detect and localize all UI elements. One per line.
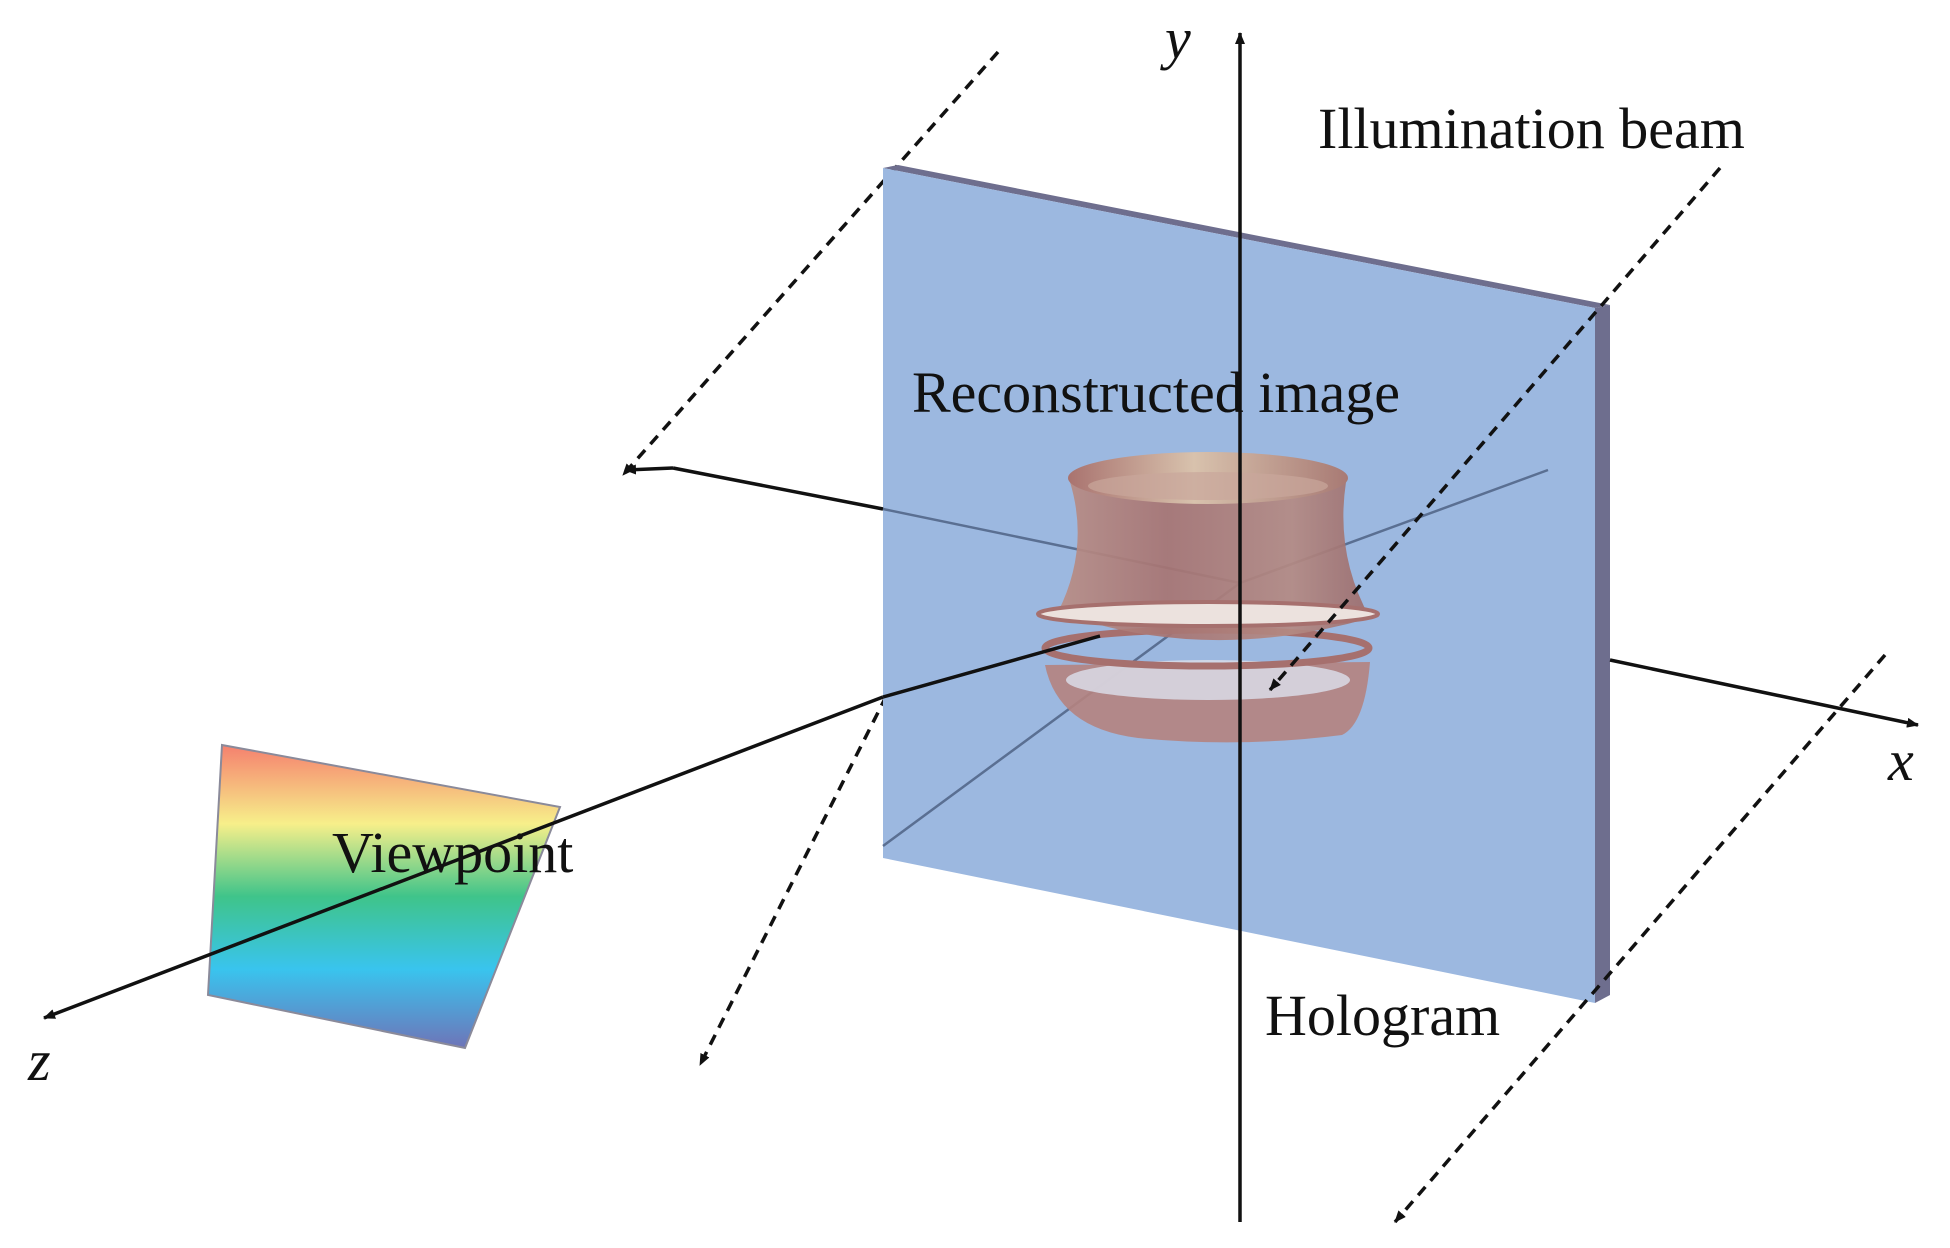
reconstructed-image-vase	[1036, 452, 1380, 743]
vase-rim-inner	[1088, 472, 1328, 500]
z-axis-group	[43, 695, 884, 1020]
vase-band	[1036, 600, 1380, 628]
z-axis-label: z	[27, 1028, 51, 1093]
x-axis-positive	[1609, 658, 1919, 728]
diagram-labels: y x z Illumination beam Reconstructed im…	[27, 6, 1914, 1093]
hologram-label: Hologram	[1265, 983, 1500, 1048]
coordinate-axes	[624, 32, 1919, 1222]
z-axis	[43, 695, 884, 1020]
illumination-beams-front	[1268, 166, 1887, 1224]
y-axis-label: y	[1160, 6, 1191, 71]
z-axis-near	[882, 634, 1101, 699]
viewpoint-panel	[206, 743, 562, 1050]
beam-front-center	[1268, 166, 1722, 692]
x-axis	[672, 466, 884, 511]
illumination-beam-label: Illumination beam	[1318, 96, 1745, 161]
hologram-top-edge	[883, 165, 1610, 308]
vase-body	[1058, 482, 1370, 641]
x-axis-label: x	[1887, 728, 1914, 793]
reconstructed-image-label: Reconstructed image	[912, 360, 1400, 425]
viewpoint-label: Viewpoint	[332, 820, 573, 885]
x-axis-negative-arrow	[624, 464, 674, 475]
beam-front-lower-right	[1393, 653, 1887, 1224]
viewpoint-rainbow-plane	[206, 743, 562, 1050]
hologram-side-edge	[1595, 305, 1610, 1003]
